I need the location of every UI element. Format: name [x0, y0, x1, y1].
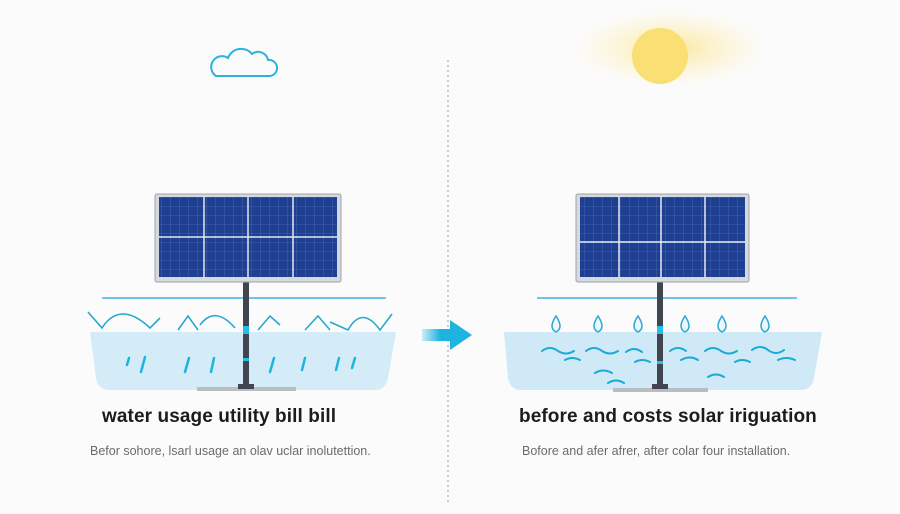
cloud-icon — [210, 47, 279, 77]
before-caption: Befor sohore, lsarl usage an olav uclar … — [90, 444, 371, 458]
after-scene — [504, 193, 822, 392]
before-scene — [87, 193, 396, 391]
sun-icon — [570, 8, 770, 88]
solar-panel-icon — [575, 193, 750, 283]
after-caption: Bofore and afer afrer, after colar four … — [522, 444, 791, 458]
before-heading: water usage utility bill bill — [102, 406, 337, 427]
arrow-right-icon — [422, 320, 472, 350]
water-drop-icons — [551, 314, 770, 333]
solar-panel-icon — [154, 193, 342, 283]
after-heading: before and costs solar iriguation — [519, 406, 817, 427]
